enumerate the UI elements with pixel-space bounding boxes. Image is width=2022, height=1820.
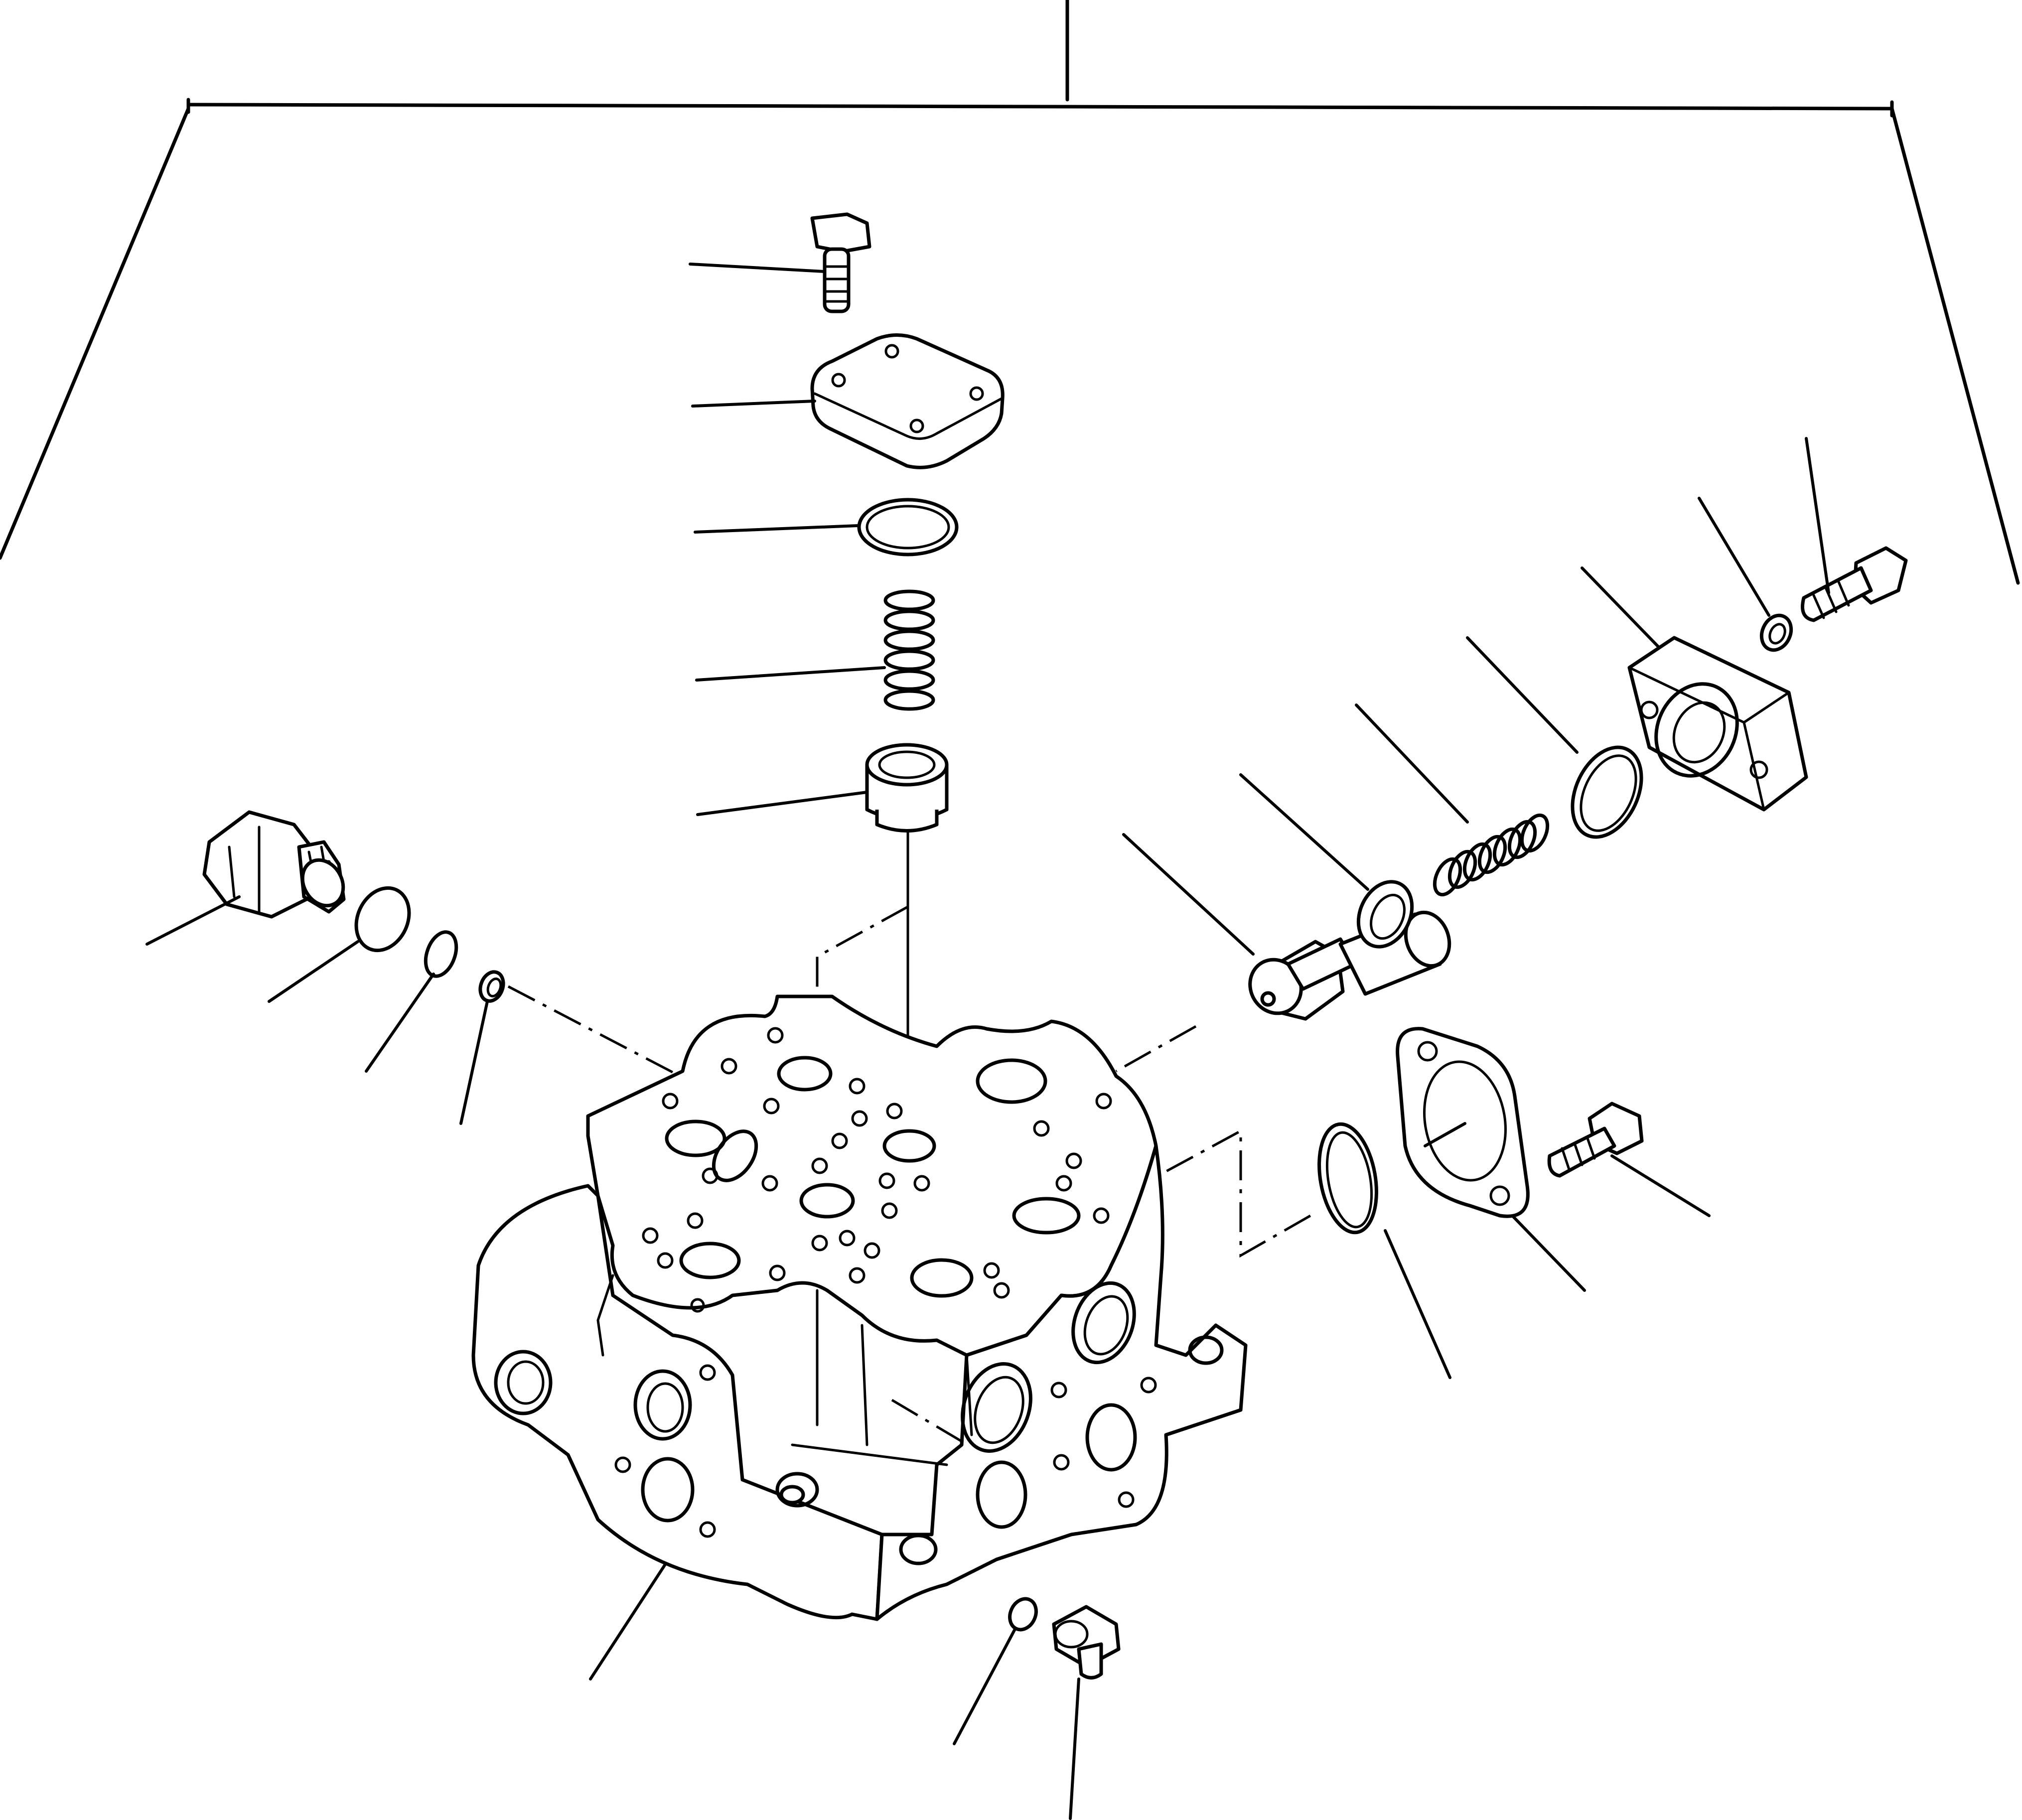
spring-top-icon [883,589,935,711]
leader-washer-small-right [1698,497,1770,617]
o-ring-top-icon [857,498,959,557]
leader-o-ring-flange [1384,1229,1451,1379]
leader-spool-right [1122,833,1255,956]
washer-right-icon [1356,880,1414,949]
o-ring-left-1-icon [354,886,411,953]
leader-cover-plate-top [691,400,816,408]
leader-bolt-flange [1610,1154,1711,1217]
o-ring-left-2-icon [424,930,458,978]
leader-o-ring-left-1 [268,940,359,1003]
leader-plug-left [145,895,241,946]
bolt-right-top-icon [1801,546,1908,622]
flange-right-icon [1396,1027,1530,1218]
leader-valve-body [589,1563,667,1680]
leader-plug-bottom [1069,1678,1080,1820]
leader-o-ring-bottom [953,1627,1017,1745]
cover-plate-top-icon [810,333,1005,469]
leader-o-ring-left-2 [365,973,435,1073]
spool-right-icon [1248,910,1451,1021]
o-ring-bottom-icon [1008,1597,1038,1632]
valve-body-icon [471,994,1248,1621]
leader-bolt-top [689,263,826,273]
o-ring-right-icon [1571,745,1643,839]
seat-top-icon [865,743,949,833]
o-ring-left-3-icon [478,970,505,1003]
leader-spring-right [1355,703,1469,824]
leader-o-ring-right [1466,636,1579,754]
leader-flange-center [1424,1122,1466,1147]
leader-block-right [1581,566,1661,649]
block-right-icon [1627,636,1808,812]
leader-o-ring-top [694,524,860,534]
bolt-flange-icon [1547,1102,1644,1178]
leader-spring-top [695,666,886,682]
leader-washer-right [1239,773,1369,891]
plug-left-icon [202,810,346,919]
reference-frame [0,0,2020,585]
spring-right-icon [1433,813,1550,897]
bolt-top-icon [810,212,871,313]
leader-o-ring-left-3 [459,1000,489,1125]
plug-bottom-icon [1052,1605,1121,1680]
leader-flange-right [1511,1214,1586,1292]
leader-seat-top [696,791,868,816]
o-ring-flange-icon [1317,1122,1378,1235]
top-face-bolt-holes [642,1027,1112,1313]
washer-small-right-icon [1759,613,1793,652]
leader-bolt-right-top [1805,437,1830,594]
